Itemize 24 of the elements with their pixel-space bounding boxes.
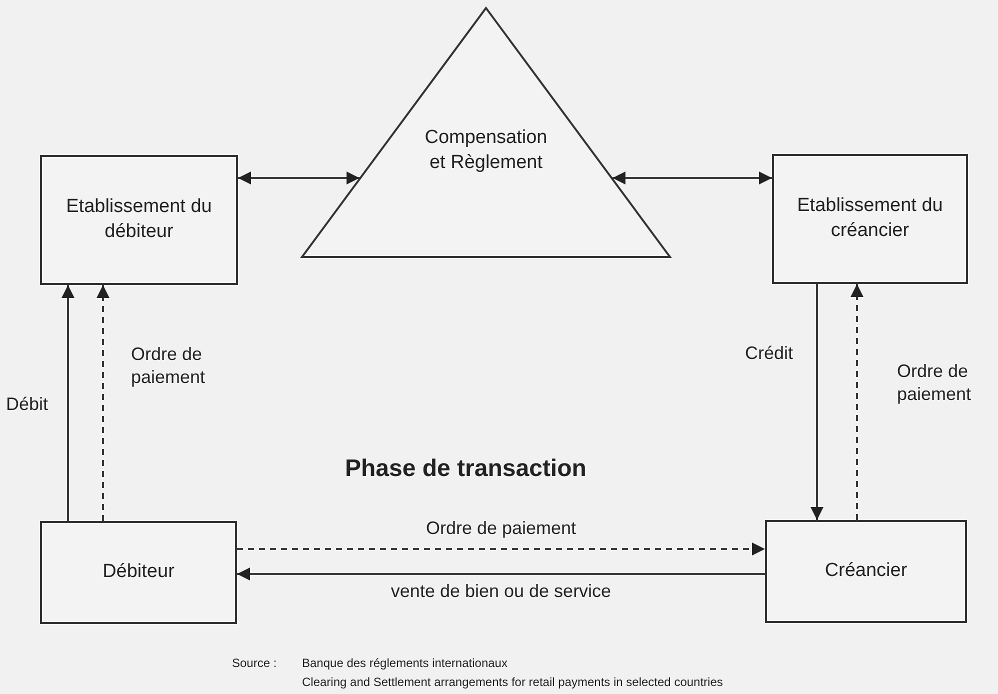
edge-label: Ordre de paiement (424, 517, 578, 540)
edge-label: vente de bien ou de service (390, 580, 612, 603)
source-label: Source : (232, 656, 277, 672)
institution-box (765, 520, 967, 623)
section-heading: Phase de transaction (345, 454, 586, 484)
node-label: Débiteur (102, 560, 174, 584)
source-note: Clearing and Settlement arrangements for retail payments in selected countries (302, 675, 723, 691)
arrow (810, 284, 824, 520)
node-label: Créancier (824, 559, 908, 584)
arrow (237, 542, 765, 556)
arrow (237, 568, 765, 580)
arrow (612, 172, 772, 184)
node-label: Etablissement du créancier (796, 194, 944, 243)
arrow (850, 284, 864, 520)
institution-box (772, 154, 968, 284)
institution-box (40, 521, 237, 624)
node-label: Compensation et Règlement (424, 126, 548, 175)
clearing-triangle (300, 6, 672, 259)
node-label: Etablissement du débiteur (65, 195, 213, 244)
arrow (238, 172, 360, 184)
source-note: Banque des réglements internationaux (302, 656, 508, 672)
institution-box (40, 155, 238, 285)
arrow (96, 285, 110, 521)
arrow (62, 285, 74, 521)
